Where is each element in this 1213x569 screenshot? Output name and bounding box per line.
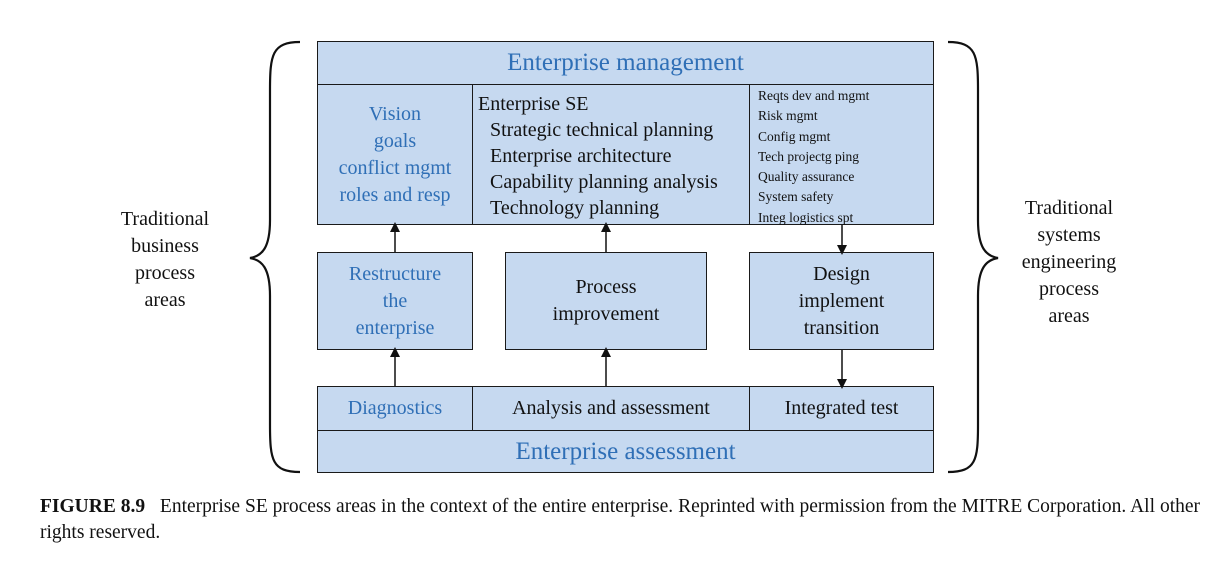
systems-list-item: Config mgmt — [758, 128, 831, 144]
design-line: implement — [798, 289, 885, 312]
systems-list-item: System safety — [758, 189, 834, 205]
design-line: Design — [813, 262, 870, 285]
enterprise-se-item: Strategic technical planning — [490, 119, 714, 141]
right-brace — [947, 40, 999, 474]
figure-caption: FIGURE 8.9 Enterprise SE process areas i… — [40, 494, 1200, 546]
right-label-line: systems — [1037, 224, 1101, 246]
right-label-line: process — [1039, 278, 1099, 300]
vision-line: conflict mgmt — [338, 156, 452, 179]
restructure-line: enterprise — [355, 316, 435, 339]
systems-list-item: Quality assurance — [758, 169, 855, 185]
restructure-line: the — [382, 289, 408, 312]
enterprise-assessment-title: Enterprise assessment — [515, 437, 736, 465]
left-side-label: Traditional business process areas — [95, 206, 235, 314]
left-brace — [249, 40, 301, 474]
enterprise-se-item: Technology planning — [490, 197, 660, 219]
enterprise-management-box: Enterprise management — [317, 41, 934, 85]
caption-text: Enterprise SE process areas in the conte… — [40, 496, 1201, 543]
design-box: Design implement transition — [749, 252, 934, 350]
analysis-box: Analysis and assessment — [472, 386, 750, 431]
right-label-line: engineering — [1021, 251, 1117, 273]
left-label-line: business — [131, 235, 199, 257]
enterprise-assessment-box: Enterprise assessment — [317, 430, 934, 473]
systems-list-item: Reqts dev and mgmt — [758, 88, 870, 103]
systems-list-box: Reqts dev and mgmt Risk mgmt Config mgmt… — [749, 84, 934, 225]
enterprise-se-box: Enterprise SE Strategic technical planni… — [472, 84, 750, 225]
integrated-test-label: Integrated test — [784, 397, 899, 419]
vision-line: goals — [373, 129, 417, 152]
systems-list-item: Risk mgmt — [758, 108, 818, 124]
left-label-line: process — [135, 262, 195, 284]
systems-list-item: Integ logistics spt — [758, 209, 854, 225]
enterprise-management-title: Enterprise management — [507, 49, 744, 76]
analysis-label: Analysis and assessment — [512, 397, 710, 419]
restructure-line: Restructure — [348, 262, 442, 285]
right-side-label: Traditional systems engineering process … — [998, 195, 1140, 330]
vision-line: roles and resp — [339, 183, 451, 206]
process-line: improvement — [552, 303, 660, 325]
vision-line: Vision — [368, 102, 422, 125]
left-label-line: Traditional — [120, 208, 210, 230]
enterprise-se-item: Enterprise architecture — [490, 145, 672, 167]
left-label-line: areas — [144, 289, 186, 311]
right-label-line: Traditional — [1024, 197, 1114, 219]
integrated-test-box: Integrated test — [749, 386, 934, 431]
design-line: transition — [803, 316, 880, 339]
process-line: Process — [575, 276, 637, 298]
diagnostics-label: Diagnostics — [347, 397, 443, 419]
restructure-box: Restructure the enterprise — [317, 252, 473, 350]
figure-number: FIGURE 8.9 — [40, 496, 146, 517]
enterprise-se-title: Enterprise SE — [478, 93, 589, 115]
right-label-line: areas — [1048, 305, 1090, 327]
enterprise-se-item: Capability planning analysis — [490, 171, 718, 193]
systems-list-item: Tech projectg ping — [758, 148, 860, 164]
